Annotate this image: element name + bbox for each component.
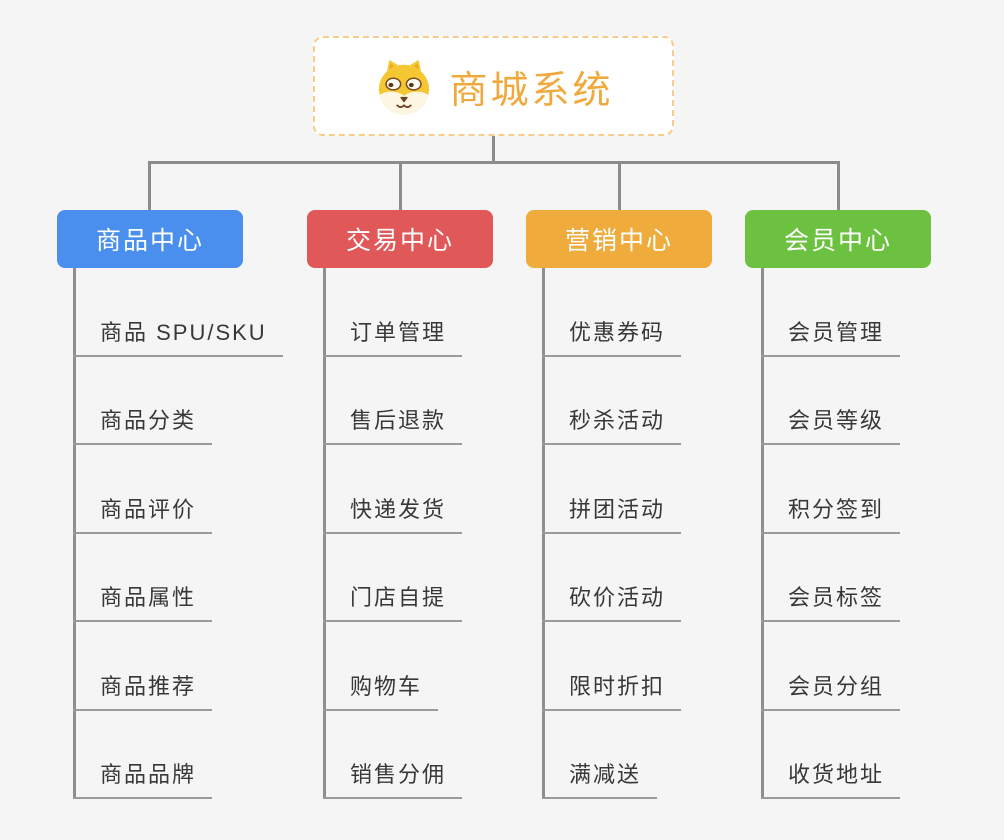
branch-trunk-line <box>73 268 76 799</box>
leaf-node[interactable]: 限时折扣 <box>542 622 682 711</box>
branch-member-center: 会员中心 会员管理 会员等级 积分签到 会员标签 会员分组 收货地址 <box>745 210 995 799</box>
leaf-node[interactable]: 会员标签 <box>761 534 901 622</box>
branch-trade-center: 交易中心 订单管理 售后退款 快递发货 门店自提 购物车 销售分佣 <box>307 210 557 799</box>
branch-header-product-center[interactable]: 商品中心 <box>57 210 243 268</box>
branch-marketing-center: 营销中心 优惠券码 秒杀活动 拼团活动 砍价活动 限时折扣 满减送 <box>526 210 776 799</box>
branch-leaves: 会员管理 会员等级 积分签到 会员标签 会员分组 收货地址 <box>745 268 901 799</box>
leaf-node[interactable]: 商品评价 <box>73 445 213 534</box>
leaf-node[interactable]: 售后退款 <box>323 357 463 445</box>
branch-leaves: 商品 SPU/SKU 商品分类 商品评价 商品属性 商品推荐 商品品牌 <box>57 268 283 799</box>
leaf-node[interactable]: 优惠券码 <box>542 268 682 357</box>
connector-branch-stem-1 <box>148 161 151 211</box>
leaf-node[interactable]: 积分签到 <box>761 445 901 534</box>
root-title: 商城系统 <box>449 69 614 112</box>
leaf-node[interactable]: 秒杀活动 <box>542 357 682 445</box>
branch-leaves: 优惠券码 秒杀活动 拼团活动 砍价活动 限时折扣 满减送 <box>526 268 682 799</box>
branch-leaves: 订单管理 售后退款 快递发货 门店自提 购物车 销售分佣 <box>307 268 463 799</box>
leaf-node[interactable]: 会员管理 <box>761 268 901 357</box>
leaf-node[interactable]: 门店自提 <box>323 534 463 622</box>
leaf-node[interactable]: 收货地址 <box>761 711 901 799</box>
leaf-node[interactable]: 拼团活动 <box>542 445 682 534</box>
branch-trunk-line <box>761 268 764 799</box>
connector-branch-stem-2 <box>399 161 402 211</box>
leaf-node[interactable]: 商品品牌 <box>73 711 213 799</box>
leaf-node[interactable]: 销售分佣 <box>323 711 463 799</box>
connector-branch-stem-4 <box>837 161 840 211</box>
leaf-node[interactable]: 商品分类 <box>73 357 213 445</box>
branch-header-marketing-center[interactable]: 营销中心 <box>526 210 712 268</box>
leaf-node[interactable]: 订单管理 <box>323 268 463 357</box>
leaf-node[interactable]: 会员分组 <box>761 622 901 711</box>
leaf-node[interactable]: 购物车 <box>323 622 439 711</box>
leaf-node[interactable]: 商品属性 <box>73 534 213 622</box>
branch-product-center: 商品中心 商品 SPU/SKU 商品分类 商品评价 商品属性 商品推荐 商品品牌 <box>57 210 307 799</box>
connector-root-stem <box>492 136 495 163</box>
leaf-node[interactable]: 商品 SPU/SKU <box>73 268 283 357</box>
branch-header-trade-center[interactable]: 交易中心 <box>307 210 493 268</box>
connector-branch-stem-3 <box>618 161 621 211</box>
leaf-node[interactable]: 砍价活动 <box>542 534 682 622</box>
leaf-node[interactable]: 满减送 <box>542 711 658 799</box>
dog-mascot-icon <box>379 59 430 116</box>
root-node[interactable]: 商城系统 <box>313 36 674 136</box>
leaf-node[interactable]: 快递发货 <box>323 445 463 534</box>
leaf-node[interactable]: 会员等级 <box>761 357 901 445</box>
branch-trunk-line <box>542 268 545 799</box>
branch-trunk-line <box>323 268 326 799</box>
connector-horizontal-rail <box>148 161 840 164</box>
leaf-node[interactable]: 商品推荐 <box>73 622 213 711</box>
branch-header-member-center[interactable]: 会员中心 <box>745 210 931 268</box>
